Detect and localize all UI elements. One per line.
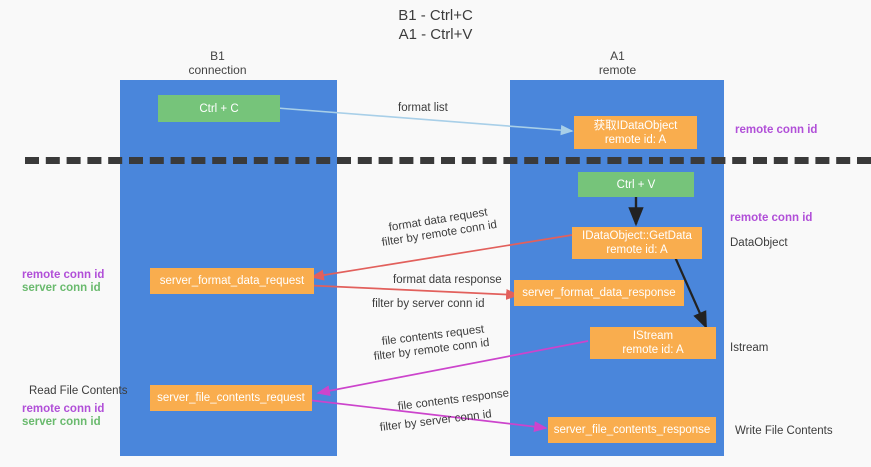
node-server-file-contents-request-label: server_file_contents_request <box>157 392 305 404</box>
column-header-b1-name: B1 <box>210 49 225 63</box>
annotation-left-bottom-remote-conn-id: remote conn id <box>22 403 105 415</box>
node-server-format-data-response-label: server_format_data_response <box>522 287 676 299</box>
annotation-left-remote-conn-id: remote conn id <box>22 269 105 281</box>
page-title: B1 - Ctrl+C A1 - Ctrl+V <box>0 6 871 44</box>
column-header-a1-name: A1 <box>610 49 625 63</box>
column-header-a1-sub: remote <box>598 63 637 77</box>
node-server-file-contents-request[interactable]: server_file_contents_request <box>150 385 312 411</box>
node-server-format-data-request[interactable]: server_format_data_request <box>150 268 314 294</box>
annotation-left-bottom-server-conn-id: server conn id <box>22 416 101 428</box>
edge-label-format-data-response: format data response <box>393 274 502 286</box>
title-line-2: A1 - Ctrl+V <box>398 26 473 43</box>
node-get-idataobject-line1: 获取IDataObject <box>593 119 678 132</box>
node-get-idataobject-line2: remote id: A <box>604 133 667 146</box>
node-ctrl-c-label: Ctrl + C <box>199 102 239 115</box>
node-istream-line1: IStream <box>632 330 674 342</box>
annotation-left-server-conn-id: server conn id <box>22 282 101 294</box>
annotation-read-file-contents: Read File Contents <box>29 385 128 397</box>
node-istream-line2: remote id: A <box>622 344 684 356</box>
node-server-file-contents-response-label: server_file_contents_response <box>553 424 711 436</box>
annotation-write-file-contents: Write File Contents <box>735 425 833 437</box>
annotation-right-mid-remote-conn-id: remote conn id <box>730 212 813 224</box>
edge-label-format-list: format list <box>398 102 448 114</box>
edge-label-file-contents-response: file contents response <box>397 387 510 413</box>
edge-label-format-data-response-filter: filter by server conn id <box>372 297 485 312</box>
node-ctrl-v[interactable]: Ctrl + V <box>578 172 694 197</box>
node-idataobject-getdata[interactable]: IDataObject::GetData remote id: A <box>572 227 702 259</box>
annotation-right-top-remote-conn-id: remote conn id <box>735 124 818 136</box>
filter-prefix: filter by <box>380 230 423 249</box>
column-header-b1-sub: connection <box>188 63 247 77</box>
annotation-istream: Istream <box>730 342 769 354</box>
node-server-format-data-request-label: server_format_data_request <box>159 275 305 287</box>
node-getdata-line2: remote id: A <box>606 244 668 256</box>
edge-label-file-contents-response-filter: filter by server conn id <box>379 407 492 436</box>
filter-prefix: filter by <box>373 346 415 363</box>
filter-prefix: filter by <box>372 298 413 310</box>
filter-prefix: filter by <box>379 417 421 434</box>
column-header-b1: B1 connection <box>150 49 285 77</box>
node-ctrl-c[interactable]: Ctrl + C <box>158 95 280 122</box>
annotation-dataobject: DataObject <box>730 237 788 249</box>
column-header-a1: A1 remote <box>550 49 685 77</box>
node-get-idataobject[interactable]: 获取IDataObject remote id: A <box>574 116 697 149</box>
title-line-1: B1 - Ctrl+C <box>398 7 473 24</box>
filter-key-server-conn-id: server conn id <box>412 298 485 310</box>
node-server-file-contents-response[interactable]: server_file_contents_response <box>548 417 716 443</box>
node-istream[interactable]: IStream remote id: A <box>590 327 716 359</box>
node-ctrl-v-label: Ctrl + V <box>616 178 656 191</box>
section-divider <box>25 157 871 164</box>
filter-key-server-conn-id: server conn id <box>419 408 493 430</box>
node-getdata-line1: IDataObject::GetData <box>582 230 692 242</box>
node-server-format-data-response[interactable]: server_format_data_response <box>514 280 684 306</box>
